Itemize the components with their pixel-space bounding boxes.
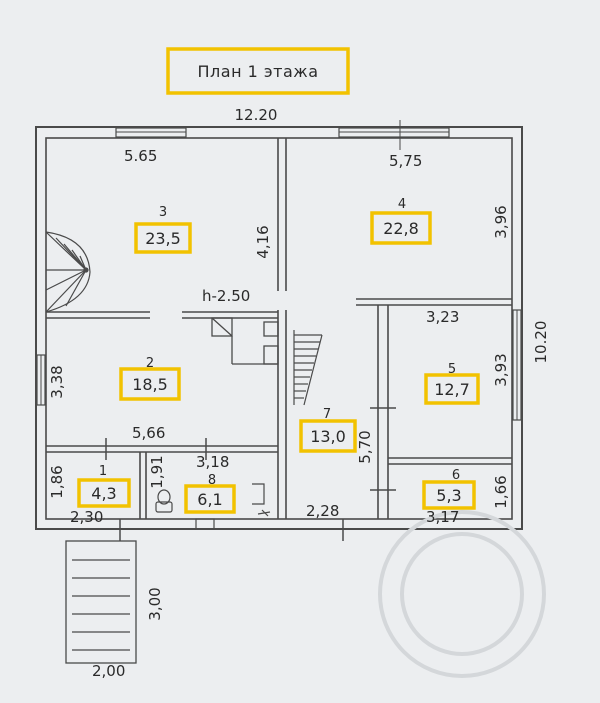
- dimension-2-30: 2,30: [70, 508, 103, 526]
- room-6-area: 5,3: [436, 486, 461, 505]
- dimension-2-00: 2,00: [92, 662, 125, 680]
- dimension-3-38: 3,38: [48, 365, 66, 398]
- room-3-number: 3: [159, 205, 167, 220]
- dimension-total-height: 10.20: [532, 321, 550, 364]
- dimension-3-18: 3,18: [196, 453, 229, 471]
- dimension-4-16: 4,16: [254, 225, 272, 258]
- dimension-5-65: 5.65: [124, 147, 157, 165]
- room-5-number: 5: [448, 362, 456, 377]
- room-8-number: 8: [208, 473, 216, 488]
- interior-walls: [46, 138, 512, 519]
- room-7-number: 7: [323, 407, 331, 422]
- area-highlight-boxes: [77, 211, 480, 514]
- dimension-3-96: 3,96: [492, 205, 510, 238]
- dimension-3-23: 3,23: [426, 308, 459, 326]
- title-highlight-box: [166, 47, 350, 95]
- dimension-3-00: 3,00: [146, 587, 164, 620]
- toilet-fixture: [155, 483, 271, 530]
- room-2-number: 2: [146, 356, 154, 371]
- spiral-staircase: [45, 231, 91, 313]
- dimension-1-66: 1,66: [492, 475, 510, 508]
- room-1-number: 1: [99, 464, 107, 479]
- room-8-area: 6,1: [197, 490, 222, 509]
- chimney-shafts: [211, 317, 279, 365]
- room-3-area: 23,5: [145, 229, 181, 248]
- dimension-1-91: 1,91: [148, 455, 166, 488]
- door-marks: [105, 407, 396, 541]
- room-7-area: 13,0: [310, 427, 346, 446]
- room-1-area: 4,3: [91, 484, 116, 503]
- room-6-number: 6: [452, 468, 460, 483]
- room-5-area: 12,7: [434, 380, 470, 399]
- window-mullions: [40, 120, 518, 420]
- dimension-5-70: 5,70: [356, 430, 374, 463]
- ceiling-height-label: h-2.50: [202, 287, 250, 305]
- outer-walls: [35, 126, 523, 530]
- watermark-seal: [378, 510, 546, 678]
- room-2-area: 18,5: [132, 375, 168, 394]
- plan-title: План 1 этажа: [198, 62, 319, 81]
- corridor-staircase: [293, 330, 323, 406]
- dimension-total-width: 12.20: [235, 106, 278, 124]
- room-4-number: 4: [398, 197, 406, 212]
- room-4-area: 22,8: [383, 219, 419, 238]
- dimension-1-86: 1,86: [48, 465, 66, 498]
- dimension-2-28: 2,28: [306, 502, 339, 520]
- dimension-3-93: 3,93: [492, 353, 510, 386]
- porch-steps: [65, 540, 137, 664]
- dimension-5-75: 5,75: [389, 152, 422, 170]
- dimension-5-66: 5,66: [132, 424, 165, 442]
- dimension-3-17: 3,17: [426, 508, 459, 526]
